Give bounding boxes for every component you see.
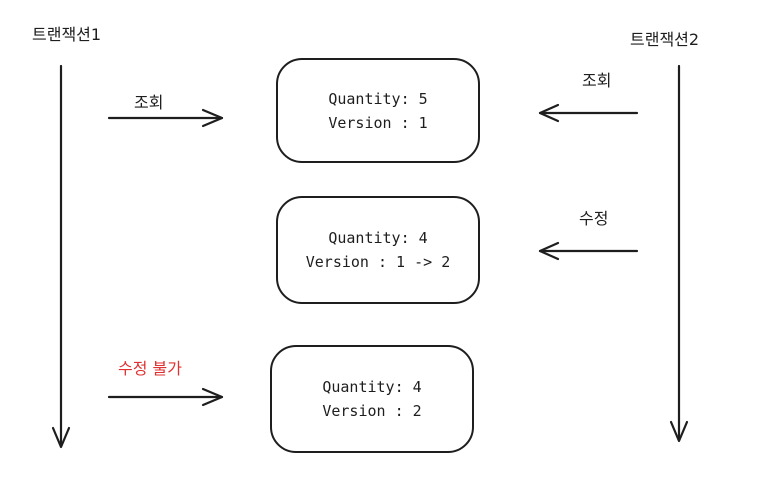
step1-left-action-label: 조회 <box>134 93 164 112</box>
step3-quantity-text: Quantity: 4 <box>322 378 422 396</box>
step3-left-action-label: 수정 불가 <box>118 359 182 378</box>
step1-right-arrow <box>538 103 639 123</box>
transaction2-timeline-arrow <box>669 64 689 443</box>
transaction2-label: 트랜잭션2 <box>630 30 700 49</box>
step1-left-arrow <box>107 108 224 128</box>
step2-quantity-text: Quantity: 4 <box>328 229 428 247</box>
step3-version-text: Version : 2 <box>322 402 422 420</box>
transaction1-label: 트랜잭션1 <box>32 25 102 44</box>
step1-state-box: Quantity: 5 Version : 1 <box>276 58 480 163</box>
step2-right-action-label: 수정 <box>579 209 609 228</box>
step2-state-box: Quantity: 4 Version : 1 -> 2 <box>276 196 480 304</box>
step3-left-arrow <box>107 387 224 407</box>
step1-right-action-label: 조회 <box>582 71 612 90</box>
step3-state-box: Quantity: 4 Version : 2 <box>270 345 474 453</box>
step1-quantity-text: Quantity: 5 <box>328 89 428 108</box>
step2-version-text: Version : 1 -> 2 <box>305 253 451 271</box>
step2-right-arrow <box>538 241 639 261</box>
transaction1-timeline-arrow <box>51 64 71 449</box>
step1-version-text: Version : 1 <box>328 113 428 132</box>
